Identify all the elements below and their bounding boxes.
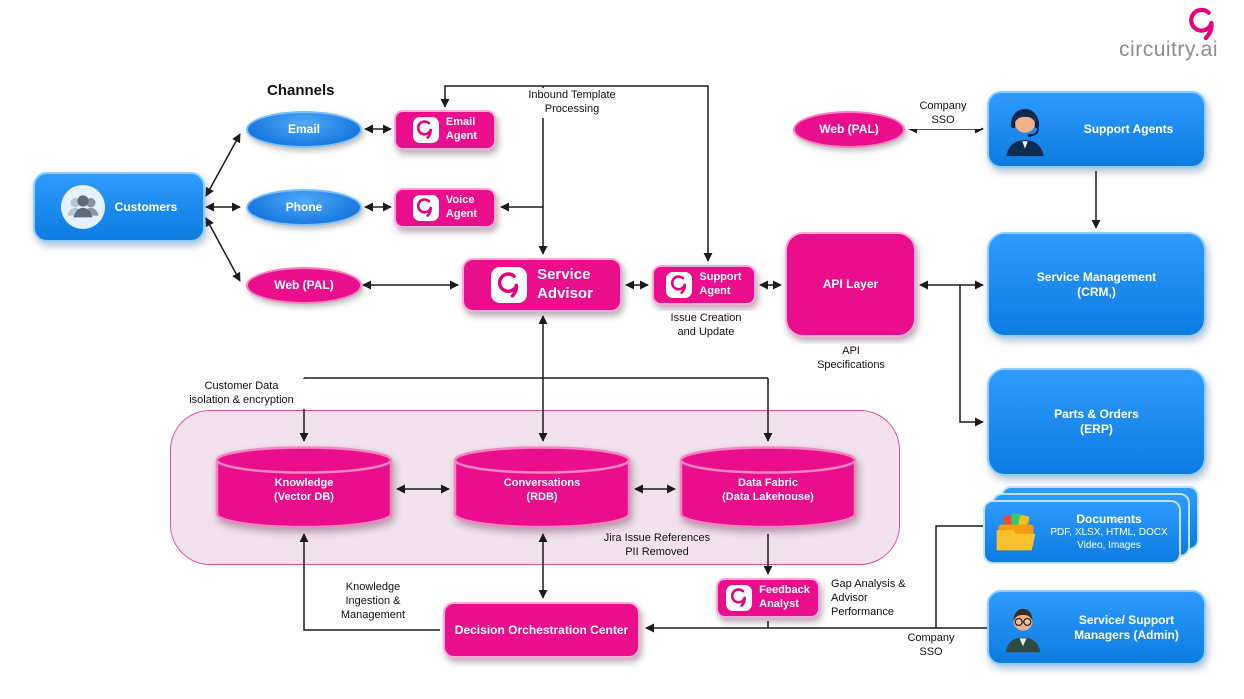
circuitry-agent-icon bbox=[412, 117, 439, 143]
service-management-label: Service Management (CRM,) bbox=[1036, 269, 1157, 299]
manager-person-icon bbox=[997, 600, 1049, 656]
voice-agent-label: Voice Agent bbox=[445, 194, 478, 220]
customers-node: Customers bbox=[33, 172, 205, 242]
brand-logo: circuitry.ai bbox=[1119, 6, 1218, 62]
knowledge-db-node: Knowledge (Vector DB) bbox=[214, 445, 394, 531]
circuitry-agent-icon bbox=[412, 195, 439, 221]
circuitry-agent-icon bbox=[666, 272, 693, 298]
service-management-node: Service Management (CRM,) bbox=[987, 232, 1206, 337]
decision-orchestration-node: Decision Orchestration Center bbox=[443, 602, 640, 658]
support-agent-person-icon bbox=[997, 101, 1053, 159]
label-customer-data: Customer Data isolation & encryption bbox=[172, 379, 311, 409]
circuitry-agent-icon bbox=[726, 585, 753, 611]
customers-group-icon bbox=[60, 185, 105, 229]
email-agent-label: Email Agent bbox=[445, 116, 478, 142]
documents-subtitle: PDF, XLSX, HTML, DOCX Video, Images bbox=[1050, 527, 1168, 551]
support-agents-node: Support Agents bbox=[987, 91, 1206, 168]
channel-phone: Phone bbox=[246, 189, 362, 226]
service-advisor-label: Service Advisor bbox=[537, 266, 593, 302]
conversations-db-node: Conversations (RDB) bbox=[452, 445, 632, 531]
api-layer-label: API Layer bbox=[822, 277, 879, 291]
service-managers-label: Service/ Support Managers (Admin) bbox=[1074, 612, 1179, 642]
web-pal-top-node: Web (PAL) bbox=[793, 111, 905, 148]
data-fabric-node: Data Fabric (Data Lakehouse) bbox=[678, 445, 858, 531]
channel-email-label: Email bbox=[287, 122, 320, 136]
documents-node: Documents PDF, XLSX, HTML, DOCX Video, I… bbox=[983, 486, 1199, 566]
support-agent-label: Support Agent bbox=[699, 271, 742, 297]
data-fabric-label: Data Fabric (Data Lakehouse) bbox=[722, 477, 814, 503]
channel-web-pal: Web (PAL) bbox=[246, 267, 362, 304]
label-inbound-template: Inbound Template Processing bbox=[500, 88, 644, 118]
label-company-sso-top: Company SSO bbox=[905, 99, 981, 129]
feedback-analyst-label: Feedback Analyst bbox=[759, 584, 810, 610]
label-company-sso-bottom: Company SSO bbox=[897, 631, 965, 661]
brand-name: circuitry.ai bbox=[1119, 38, 1218, 61]
support-agent-node: Support Agent bbox=[652, 265, 756, 305]
parts-orders-label: Parts & Orders (ERP) bbox=[1054, 407, 1139, 436]
circuitry-agent-icon bbox=[491, 267, 528, 303]
label-gap-analysis: Gap Analysis & Advisor Performance bbox=[829, 577, 928, 621]
customers-label: Customers bbox=[114, 199, 178, 214]
label-issue-creation: Issue Creation and Update bbox=[649, 311, 763, 341]
label-jira-references: Jira Issue References PII Removed bbox=[603, 532, 711, 558]
channel-phone-label: Phone bbox=[285, 200, 323, 214]
voice-agent-node: Voice Agent bbox=[394, 188, 496, 228]
documents-card-front: Documents PDF, XLSX, HTML, DOCX Video, I… bbox=[983, 500, 1181, 564]
service-managers-node: Service/ Support Managers (Admin) bbox=[987, 590, 1206, 665]
web-pal-top-label: Web (PAL) bbox=[819, 122, 879, 136]
conversations-db-label: Conversations (RDB) bbox=[503, 477, 581, 503]
feedback-analyst-node: Feedback Analyst bbox=[716, 578, 820, 618]
circuitry-logo-icon bbox=[1189, 7, 1214, 41]
label-api-specifications: API Specifications bbox=[799, 344, 903, 374]
channels-heading: Channels bbox=[267, 82, 335, 99]
service-advisor-node: Service Advisor bbox=[462, 258, 622, 312]
api-layer-node: API Layer bbox=[785, 232, 916, 337]
decision-orchestration-label: Decision Orchestration Center bbox=[454, 622, 629, 637]
folder-files-icon bbox=[993, 511, 1039, 553]
label-knowledge-ingestion: Knowledge Ingestion & Management bbox=[325, 580, 421, 624]
knowledge-db-label: Knowledge (Vector DB) bbox=[274, 477, 334, 503]
channel-email: Email bbox=[246, 111, 362, 148]
channel-web-pal-label: Web (PAL) bbox=[274, 278, 334, 292]
email-agent-node: Email Agent bbox=[394, 110, 496, 150]
support-agents-label: Support Agents bbox=[1083, 122, 1174, 136]
documents-title: Documents bbox=[1076, 512, 1142, 526]
parts-orders-node: Parts & Orders (ERP) bbox=[987, 368, 1206, 476]
